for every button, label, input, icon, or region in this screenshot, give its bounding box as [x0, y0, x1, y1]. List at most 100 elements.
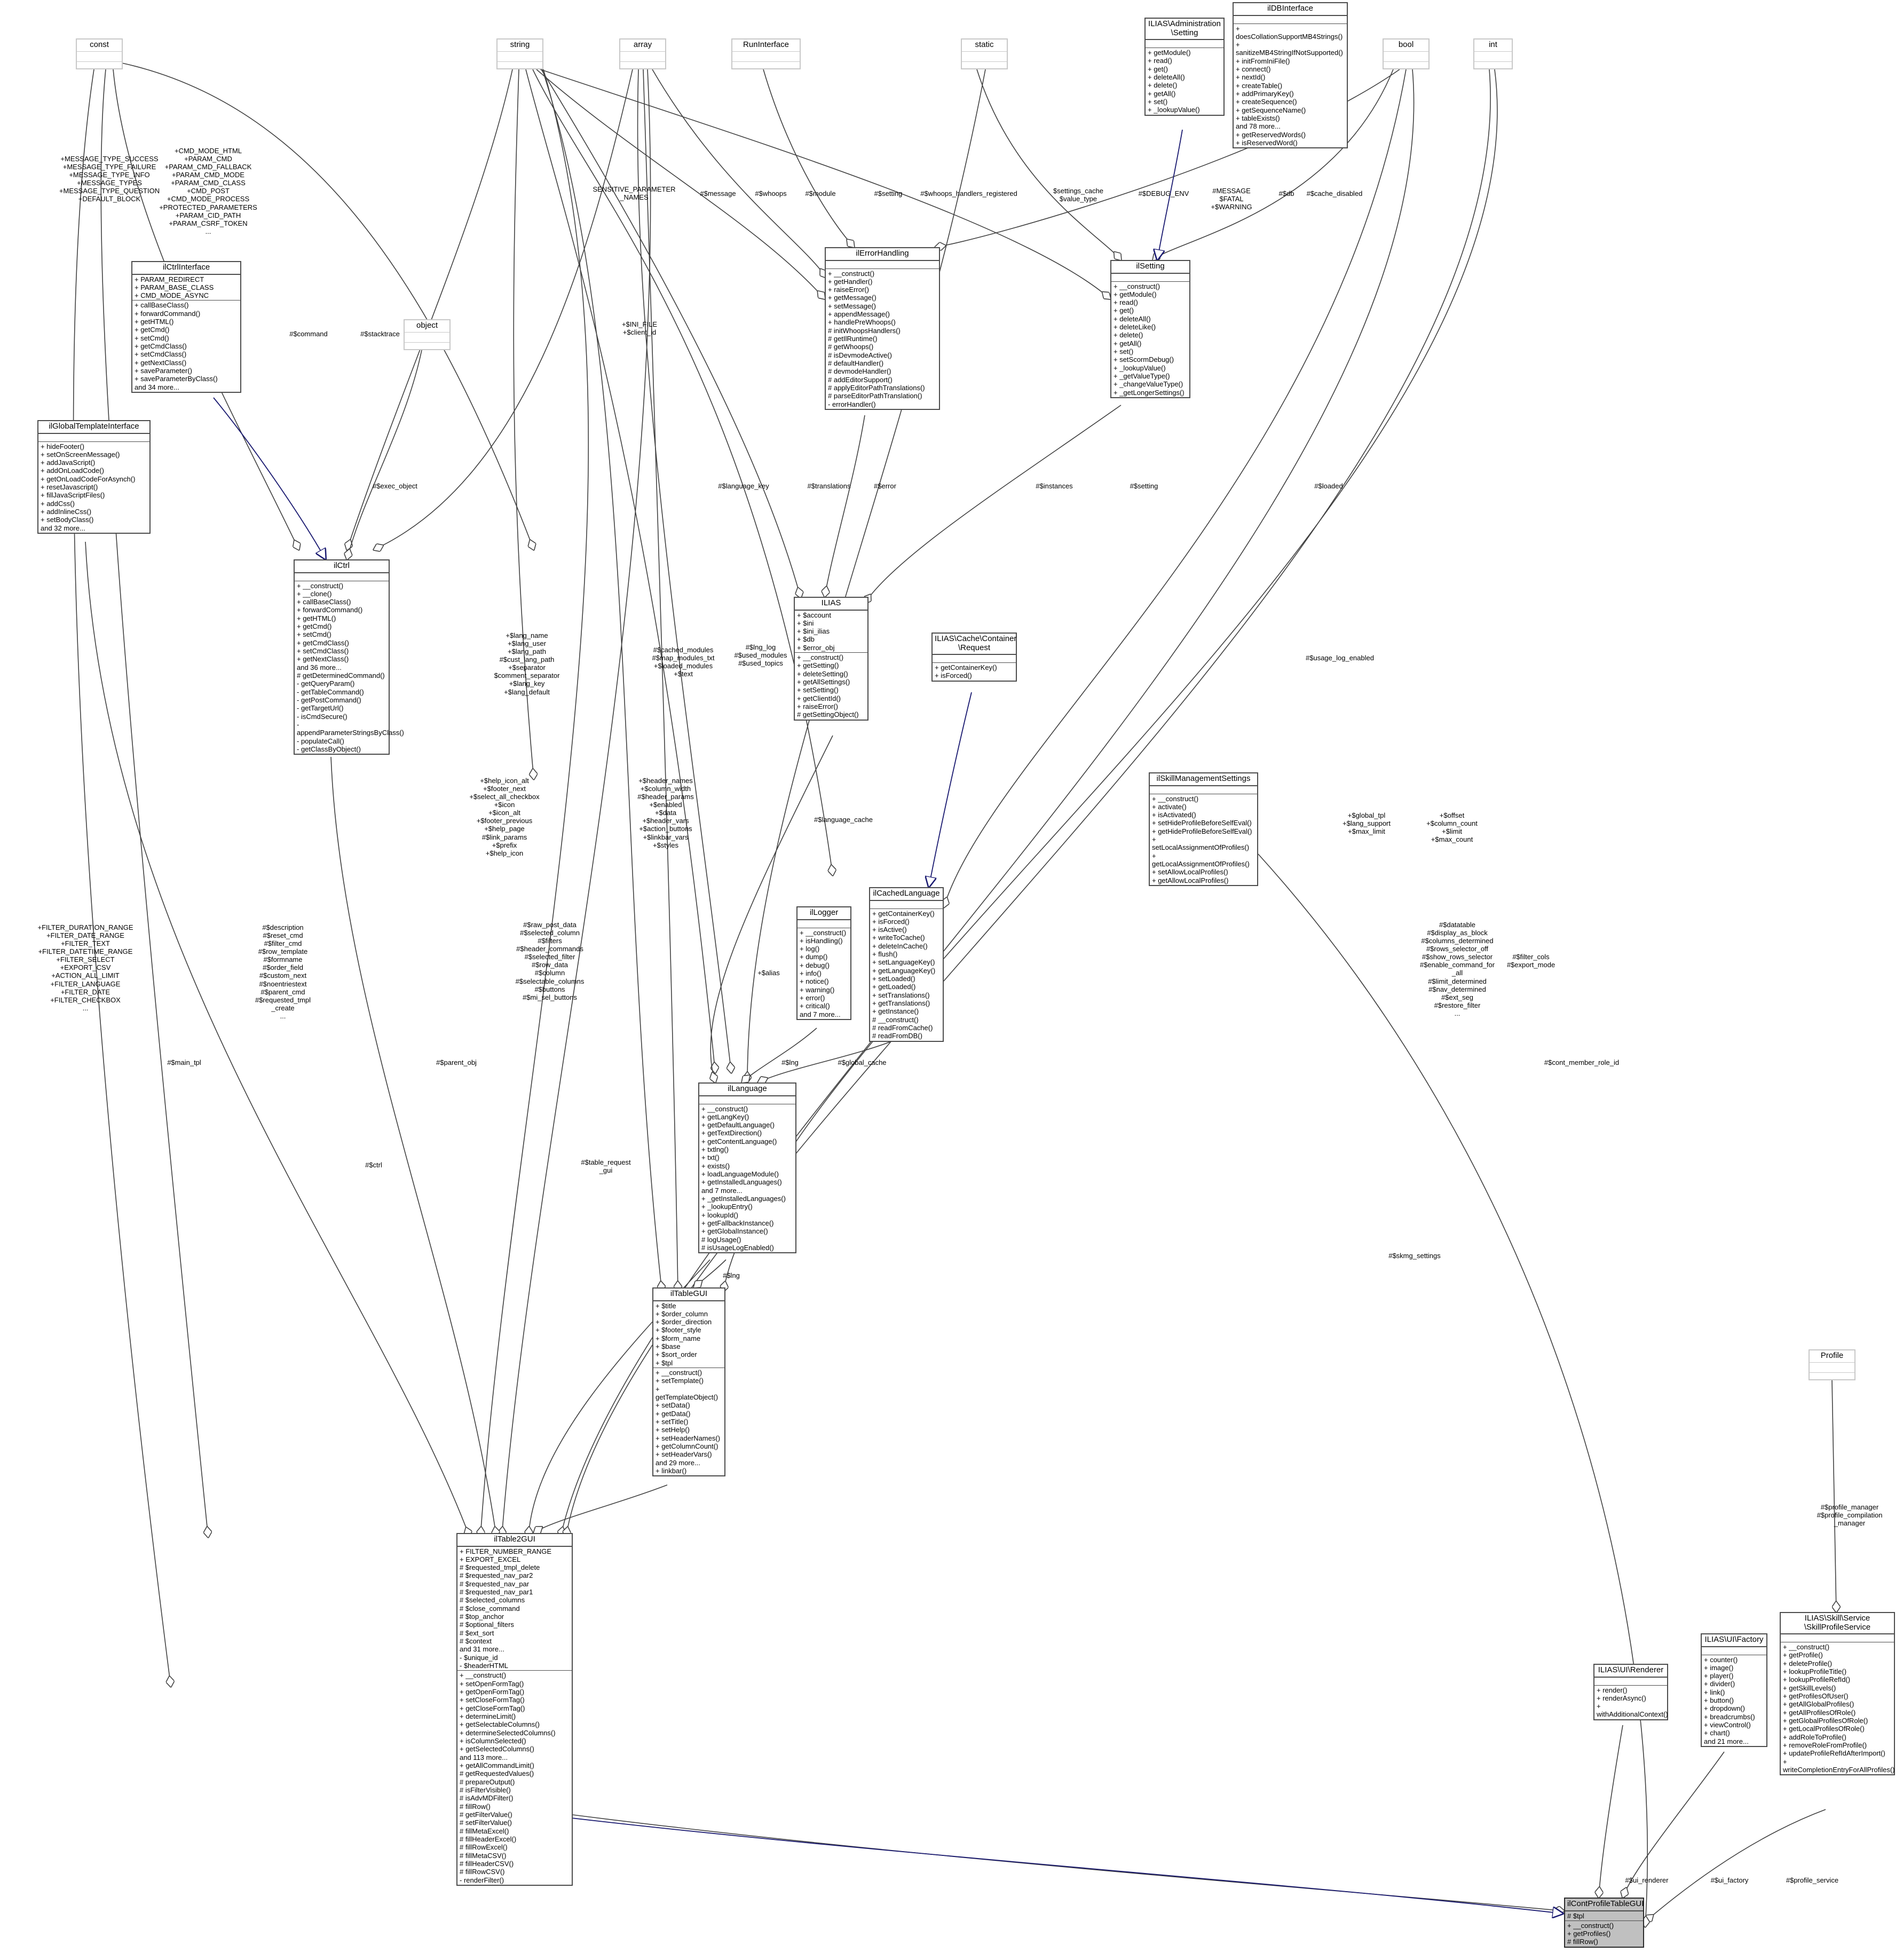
class-node-title: ILIAS\Administration \Setting: [1146, 19, 1223, 40]
class-method: + log(): [800, 945, 820, 953]
class-node-cachecontainerrequest[interactable]: ILIAS\Cache\Container \Request + getConta…: [931, 633, 1017, 682]
class-attribute: + PARAM_BASE_CLASS: [135, 283, 214, 291]
class-attribute: # $requested_nav_par: [460, 1579, 530, 1588]
edge-label-ini-file: +$INI_FILE +$client_id: [621, 320, 658, 337]
class-node-title: ilLanguage: [699, 1084, 795, 1096]
class-method: # initWhoopsHandlers(): [828, 326, 901, 335]
class-method: + __construct(): [1567, 1921, 1614, 1930]
class-node-title: ILIAS\Cache\Container \Request: [933, 634, 1016, 655]
class-node-ilcontprofiletablegui[interactable]: ilContProfileTableGUI# $tpl+ __construct…: [1564, 1898, 1644, 1948]
class-node-methods: + __construct()+ activate()+ isActivated…: [1150, 794, 1257, 886]
class-node-title: object: [405, 320, 449, 333]
class-method: + resetJavascript(): [41, 483, 98, 492]
class-node-title: int: [1474, 39, 1512, 52]
class-method: + doesCollationSupportMB4Strings(): [1236, 24, 1343, 41]
class-method: + createSequence(): [1236, 98, 1297, 106]
class-node-const[interactable]: const: [76, 38, 123, 69]
class-node-profile[interactable]: Profile: [1809, 1349, 1855, 1380]
class-attribute: + $form_name: [656, 1334, 701, 1342]
class-method: and 34 more...: [135, 383, 179, 391]
class-method: + info(): [800, 969, 822, 978]
class-method: + getProfilesOfUser(): [1783, 1692, 1849, 1700]
class-node-string[interactable]: string: [496, 38, 543, 69]
class-node-ildbinterface[interactable]: ilDBInterface+ doesCollationSupportMB4St…: [1233, 2, 1348, 149]
class-node-methods: + __construct()+ getProfiles()# fillRow(…: [1565, 1921, 1643, 1947]
class-method: + getAllSettings(): [797, 678, 850, 686]
class-method: + getFallbackInstance(): [701, 1219, 774, 1228]
class-node-array[interactable]: array: [619, 38, 666, 69]
class-method: + getAllGlobalProfiles(): [1783, 1700, 1854, 1709]
class-method: and 32 more...: [41, 524, 85, 532]
class-method: + linkbar(): [656, 1467, 687, 1475]
class-node-iltable2gui[interactable]: ilTable2GUI+ FILTER_NUMBER_RANGE+ EXPORT…: [456, 1533, 573, 1886]
class-node-uifactory[interactable]: ILIAS\UI\Factory+ counter()+ image()+ pl…: [1701, 1633, 1767, 1748]
class-node-title: ilContProfileTableGUI: [1565, 1899, 1644, 1911]
class-attribute: # $top_anchor: [460, 1613, 504, 1621]
class-node-ilctrl[interactable]: ilCtrl+ __construct()+ __clone()+ callBa…: [294, 559, 404, 755]
class-method: + activate(): [1152, 802, 1187, 811]
class-node-iltablegui[interactable]: ilTableGUI+ $title+ $order_column+ $orde…: [652, 1287, 725, 1477]
edge-label-language-cache: #$language_cache: [814, 816, 873, 824]
class-method: + deleteAll(): [1114, 314, 1151, 323]
class-node-ilglobaltemplateinterface[interactable]: ilGlobalTemplateInterface+ hideFooter()+…: [37, 420, 151, 534]
class-node-ilsetting[interactable]: ilSetting+ __construct()+ getModule()+ r…: [1110, 260, 1190, 399]
class-method: + txtlng(): [701, 1145, 729, 1154]
class-method: + getContainerKey(): [935, 663, 997, 671]
class-node-attributes: [1474, 52, 1512, 62]
class-node-methods: [1474, 62, 1512, 72]
class-node-ilskillmanagementsettings[interactable]: ilSkillManagementSettings+ __construct()…: [1149, 772, 1258, 887]
class-node-title: static: [962, 39, 1007, 52]
class-method: + read(): [1148, 57, 1172, 65]
class-method: # applyEditorPathTranslations(): [828, 384, 925, 392]
class-node-attributes: [797, 920, 850, 928]
class-node-ilctrlinterface[interactable]: ilCtrlInterface+ PARAM_REDIRECT+ PARAM_B…: [131, 261, 241, 393]
class-method: + isForced(): [872, 917, 910, 926]
class-node-administrationsetting[interactable]: ILIAS\Administration \Setting+ getModule…: [1144, 18, 1225, 116]
class-node-illanguage[interactable]: ilLanguage+ __construct()+ getLangKey()+…: [698, 1082, 796, 1254]
class-node-attributes: [1810, 1363, 1854, 1373]
edge-label-ui-factory: #$ui_factory: [1710, 1876, 1749, 1884]
class-node-ilias[interactable]: ILIAS+ $account+ $ini+ $ini_ilias+ $db+ …: [794, 597, 868, 721]
class-node-static[interactable]: static: [961, 38, 1008, 69]
class-method: + getAllCommandLimit(): [460, 1761, 534, 1770]
edge-label-usage-log-enabled: #$usage_log_enabled: [1306, 654, 1374, 662]
edge-label-message: #$message: [700, 189, 736, 197]
class-method: # getSettingObject(): [797, 710, 859, 719]
class-node-methods: [498, 62, 542, 72]
edge-label-language-key: #$language_key: [718, 482, 769, 490]
class-method: # isUsageLogEnabled(): [701, 1244, 774, 1252]
class-method: + __construct(): [701, 1104, 748, 1113]
class-method: + setData(): [656, 1401, 690, 1410]
class-node-uirenderer[interactable]: ILIAS\UI\Renderer+ render()+ renderAsync…: [1593, 1664, 1668, 1720]
class-node-methods: + __construct()+ getModule()+ read()+ ge…: [1111, 282, 1189, 398]
class-attribute: + $account: [797, 611, 831, 619]
class-method: + isReservedWord(): [1236, 139, 1298, 147]
edge-label-datatable: #$datatable #$display_as_block #$columns…: [1419, 921, 1495, 1017]
class-node-ilerrorhandling[interactable]: ilErrorHandling+ __construct()+ getHandl…: [825, 247, 940, 410]
edge-label-debug-env: #$DEBUG_ENV: [1138, 189, 1189, 197]
class-node-illogger[interactable]: ilLogger+ __construct()+ isHandling()+ l…: [796, 906, 851, 1021]
edge-label-alias: +$alias: [757, 969, 780, 977]
class-node-methods: + hideFooter()+ setOnScreenMessage()+ ad…: [38, 442, 149, 533]
class-method: + __construct(): [297, 581, 344, 590]
class-node-object[interactable]: object: [404, 319, 451, 350]
class-method: + _changeValueType(): [1114, 380, 1183, 389]
class-method: + getReservedWords(): [1236, 130, 1306, 139]
class-node-title: bool: [1384, 39, 1428, 52]
class-node-title: ILIAS\UI\Renderer: [1594, 1665, 1667, 1678]
class-node-attributes: + $account+ $ini+ $ini_ilias+ $db+ $erro…: [795, 611, 867, 653]
class-method: + getAllowLocalProfiles(): [1152, 876, 1229, 884]
class-node-runinterface[interactable]: RunInterface: [731, 38, 801, 69]
class-method: + lookupId(): [701, 1211, 739, 1219]
class-node-int[interactable]: int: [1473, 38, 1513, 69]
class-node-ilcachedlanguage[interactable]: ilCachedLanguage+ getContainerKey()+ isF…: [869, 887, 944, 1042]
class-method: + viewControl(): [1704, 1721, 1751, 1729]
class-attribute: + $title: [656, 1301, 676, 1310]
class-node-skillprofileservice[interactable]: ILIAS\Skill\Service \SkillProfileService…: [1780, 1612, 1895, 1776]
class-method: + getInstance(): [872, 1007, 919, 1016]
edge-label-profile-service: #$profile_service: [1786, 1876, 1839, 1884]
class-method: # addEditorSupport(): [828, 375, 893, 384]
class-node-bool[interactable]: bool: [1383, 38, 1430, 69]
class-node-title: ilCtrlInterface: [132, 262, 240, 275]
